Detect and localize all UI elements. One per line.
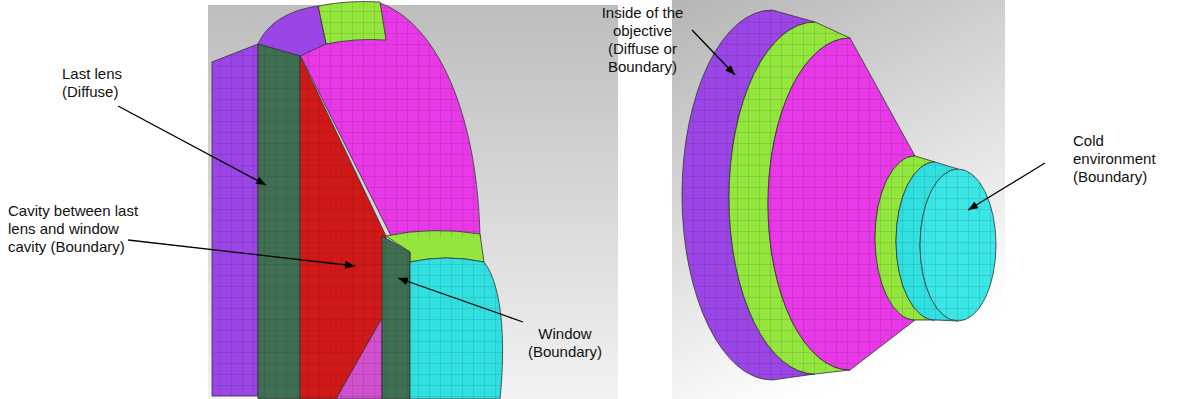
leader-arrow — [968, 163, 1045, 210]
leader-arrow — [692, 30, 735, 75]
mesh-grid — [382, 236, 410, 399]
mesh-grid — [318, 2, 386, 45]
callout-label: Cavity between last lens and window cavi… — [8, 202, 148, 256]
image-background — [672, 0, 1005, 399]
leader-arrow — [128, 240, 355, 266]
mesh-grid — [258, 44, 300, 399]
callout-label: Cold environment (Boundary) — [1073, 132, 1168, 186]
mesh-grid — [682, 10, 996, 380]
leader-arrow — [398, 278, 523, 322]
mesh-grid — [212, 44, 258, 396]
last-lens-face — [258, 44, 300, 399]
mesh-grid — [920, 169, 996, 321]
leader-arrows — [118, 30, 1045, 322]
callout-label: Last lens (Diffuse) — [62, 65, 142, 101]
mesh-grid — [300, 56, 386, 399]
purple-face — [212, 44, 258, 396]
window-face — [382, 236, 410, 399]
cut-view — [212, 2, 503, 399]
green-band — [318, 2, 386, 45]
cold-environment-face — [920, 169, 996, 321]
callout-label: Inside of the objective (Diffuse or Boun… — [590, 4, 695, 76]
callout-label: Window (Boundary) — [520, 325, 610, 361]
mesh-grid — [410, 258, 503, 399]
outside-view — [682, 10, 996, 380]
cold-environment-volume — [410, 258, 503, 399]
mesh-grid — [212, 2, 503, 399]
leader-arrow — [118, 106, 266, 185]
